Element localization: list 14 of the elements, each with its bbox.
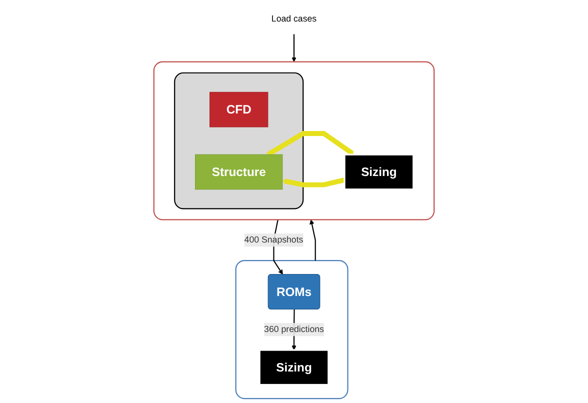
arrow	[282, 178, 346, 188]
cluster	[174, 72, 304, 210]
node-box: Sizing	[344, 154, 414, 190]
arrow	[266, 130, 354, 157]
cluster	[153, 61, 435, 220]
node-box: Structure	[195, 154, 283, 190]
cluster	[235, 260, 348, 400]
arrow	[310, 220, 316, 261]
node-box: Sizing	[258, 349, 330, 386]
node-box: CFD	[210, 92, 268, 128]
node-text: Load cases	[271, 14, 317, 24]
edge-label: 360 predictions	[264, 324, 324, 334]
edge-label: 400 Snapshots	[244, 235, 304, 245]
arrow	[292, 34, 296, 62]
